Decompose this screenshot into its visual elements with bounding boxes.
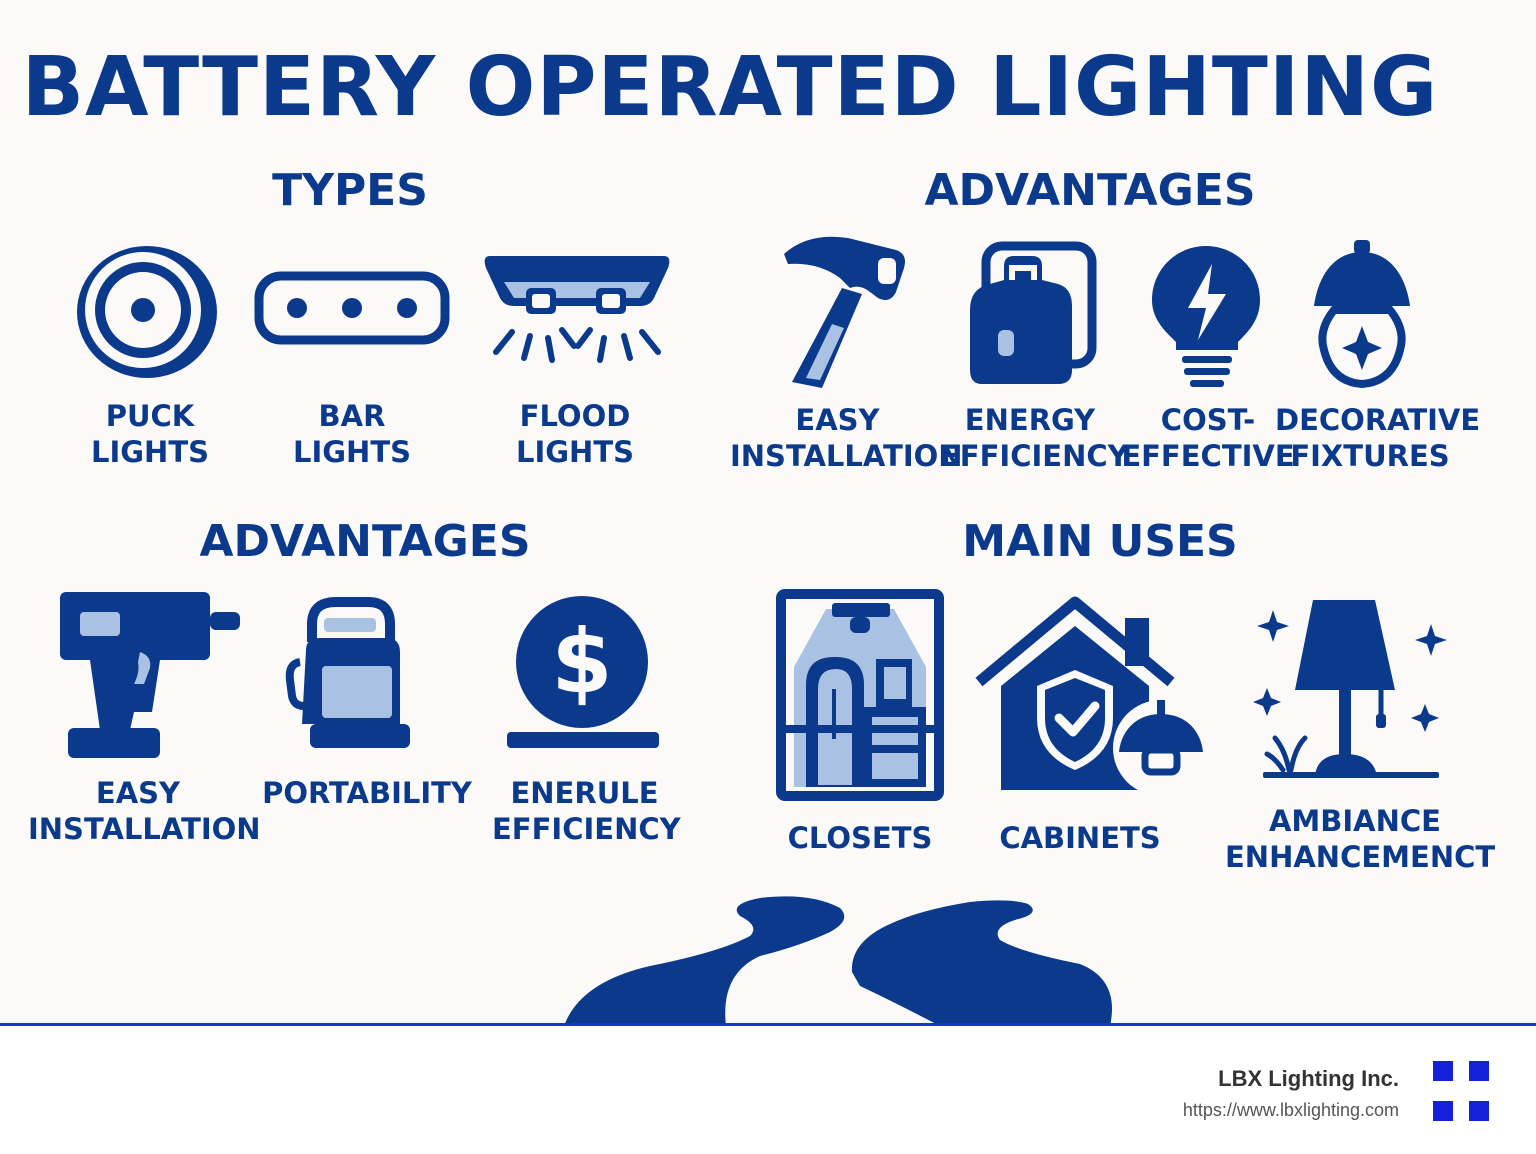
puck-light-icon [77,246,217,378]
advantages-bottom-heading: ADVANTAGES [199,516,531,567]
closet-icon [776,589,944,801]
pendant-lamp-icon [1314,240,1410,389]
page-title: BATTERY OPERATED LIGHTING [21,40,1439,135]
hammer-icon [784,236,905,388]
house-shield-icon [975,596,1209,796]
winding-path-decoration [564,896,1112,1026]
advantages-top-heading: ADVANTAGES [924,165,1256,216]
battery-pack-icon [970,241,1097,384]
company-url[interactable]: https://www.lbxlighting.com [1182,1100,1399,1120]
flood-light-icon [484,256,670,363]
adv-bottom-label-2: PORTABILITY [262,776,472,810]
types-heading: TYPES [272,165,428,216]
use-label-closets: CLOSETS [787,821,933,855]
adv-top-label-3: COST-EFFECTIVE [1121,403,1295,473]
main-uses-heading: MAIN USES [962,516,1238,567]
table-lamp-icon [1253,600,1447,778]
portable-lantern-icon [285,597,410,748]
use-label-cabinets: CABINETS [999,821,1161,855]
svg-text:$: $ [551,610,612,713]
company-logo-icon [1433,1061,1491,1123]
footer [0,1026,1536,1154]
drill-icon [60,592,240,758]
dollar-coin-icon: $ [507,596,659,748]
lightbulb-bolt-icon [1152,246,1260,387]
company-name: LBX Lighting Inc. [1218,1066,1399,1091]
bar-light-icon [254,271,450,345]
footer-divider [0,1023,1536,1026]
